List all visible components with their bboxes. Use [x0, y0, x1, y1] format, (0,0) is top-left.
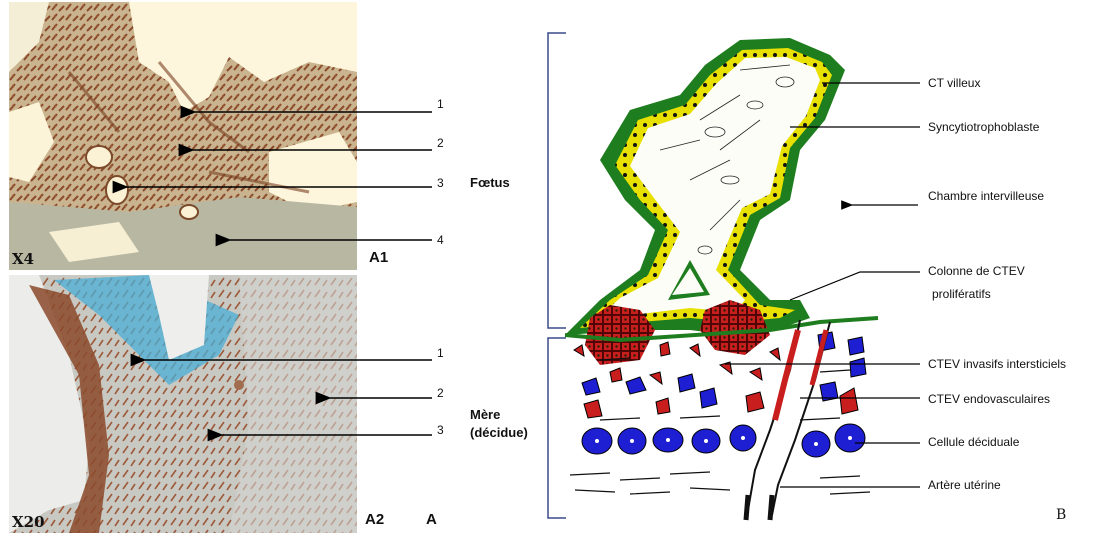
endovascular-ctev — [775, 330, 798, 420]
decidual-cell — [626, 377, 646, 394]
ctev-cell — [660, 342, 670, 356]
decidual-cell — [582, 378, 600, 395]
villous-tree — [565, 38, 845, 365]
decidual-cell — [678, 374, 695, 392]
ctev-cell — [840, 388, 858, 414]
region-brackets — [548, 33, 566, 518]
decidual-cell — [700, 388, 717, 408]
decidual-cell — [850, 358, 866, 377]
ctev-cell — [746, 392, 764, 412]
ctev-cell — [690, 344, 700, 356]
ctev-cell — [750, 368, 762, 380]
bracket-foetus — [548, 33, 566, 328]
bracket-mere — [548, 338, 566, 518]
ctev-cell — [650, 372, 662, 384]
ctev-cell — [610, 368, 622, 382]
leader-colonne-ctev — [790, 272, 920, 300]
ctev-cell — [574, 345, 584, 356]
ctev-cell — [656, 398, 670, 414]
ctev-cell — [770, 348, 780, 360]
ctev-cell — [584, 400, 602, 418]
a2-arrows — [145, 360, 432, 435]
decidual-cell — [848, 337, 864, 355]
a1-arrows — [127, 112, 432, 240]
